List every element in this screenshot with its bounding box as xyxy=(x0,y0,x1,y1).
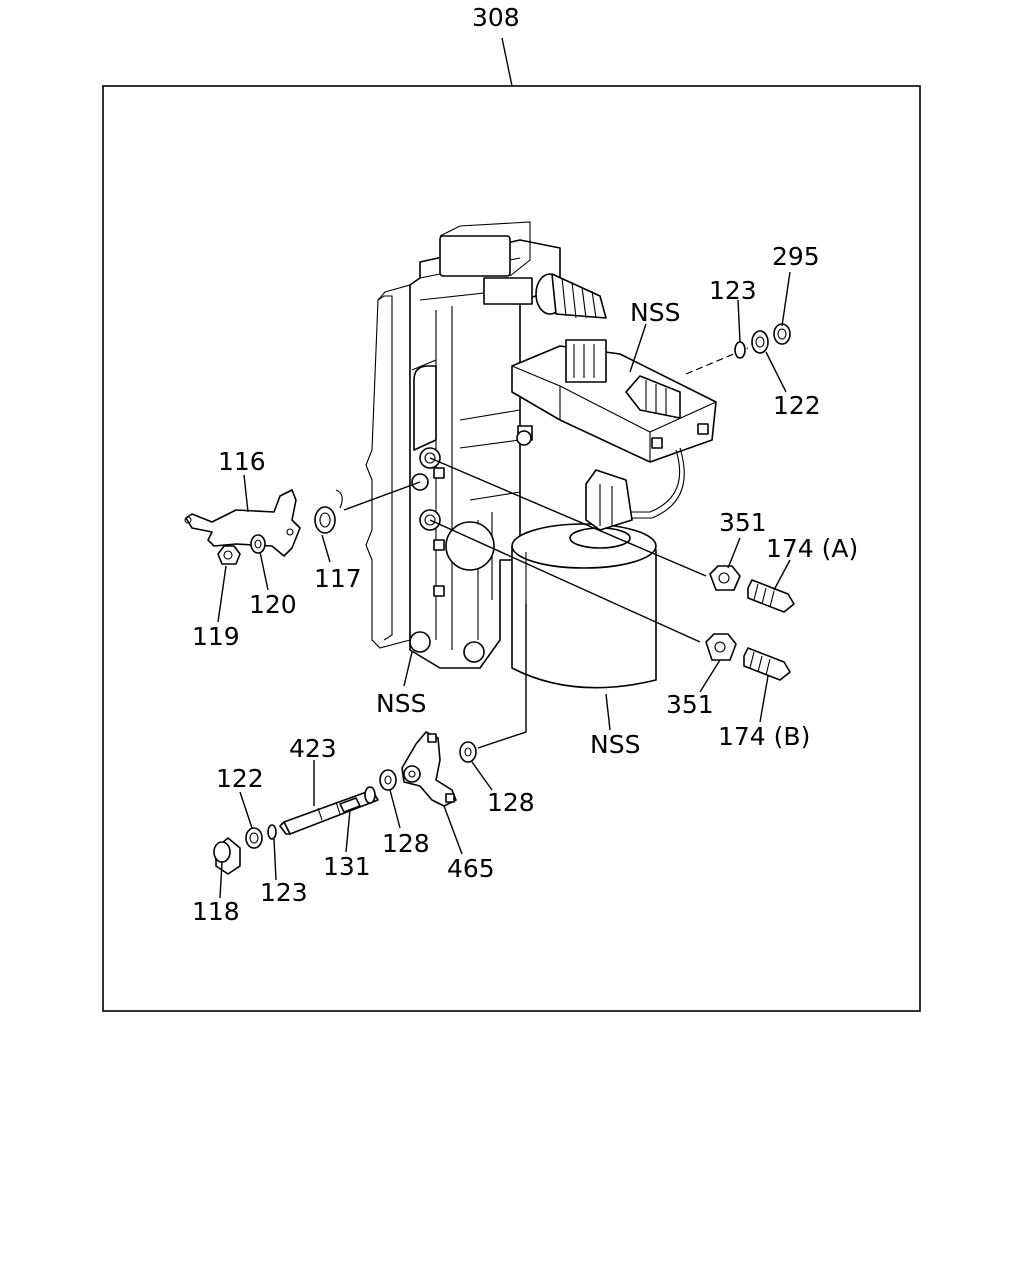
label-128-right: 128 xyxy=(487,788,535,817)
part-122-washer-bottom xyxy=(245,827,263,849)
assembly-callout-308: 308 xyxy=(472,3,520,32)
harness-connector xyxy=(535,273,607,319)
label-116: 116 xyxy=(218,447,266,476)
label-131: 131 xyxy=(323,852,371,881)
label-128-mid: 128 xyxy=(382,829,430,858)
part-123-o-ring-top xyxy=(734,341,746,359)
solenoid-connector-assembly xyxy=(511,339,717,519)
part-295-clip xyxy=(773,323,791,345)
part-117-spring xyxy=(314,489,343,534)
part-351-nut-bottom xyxy=(705,633,737,661)
label-351-top: 351 xyxy=(719,508,767,537)
part-123-o-ring-bottom xyxy=(267,824,277,840)
solenoid-motor xyxy=(511,469,657,689)
part-423-shaft xyxy=(279,786,379,835)
part-120-washer xyxy=(250,534,266,554)
label-122-top: 122 xyxy=(773,391,821,420)
valve-body-frame xyxy=(365,221,607,669)
part-131-pin xyxy=(339,797,361,813)
label-118: 118 xyxy=(192,897,240,926)
label-174a: 174 (A) xyxy=(766,534,858,563)
part-128-washer-mid xyxy=(379,769,397,791)
part-174a-spring xyxy=(747,579,795,613)
part-174b-spring xyxy=(743,647,791,681)
part-122-washer-top xyxy=(751,330,769,354)
label-117: 117 xyxy=(314,564,362,593)
label-174b: 174 (B) xyxy=(718,722,810,751)
label-119: 119 xyxy=(192,622,240,651)
leader-lines xyxy=(217,271,791,899)
label-nss-connector: NSS xyxy=(630,298,680,327)
label-423: 423 xyxy=(289,734,337,763)
part-465-lever xyxy=(401,731,457,807)
part-351-nut-top xyxy=(709,565,741,591)
label-123-bottom: 123 xyxy=(260,878,308,907)
label-120: 120 xyxy=(249,590,297,619)
label-295: 295 xyxy=(772,242,820,271)
part-116-lever xyxy=(184,489,301,557)
part-128-washer-right xyxy=(459,741,477,763)
label-nss-motor: NSS xyxy=(590,730,640,759)
label-nss-frame: NSS xyxy=(376,689,426,718)
label-122-bottom: 122 xyxy=(216,764,264,793)
part-118-bushing xyxy=(213,837,241,875)
label-351-bottom: 351 xyxy=(666,690,714,719)
part-119-nut xyxy=(217,545,241,565)
label-465: 465 xyxy=(447,854,495,883)
label-123-top: 123 xyxy=(709,276,757,305)
